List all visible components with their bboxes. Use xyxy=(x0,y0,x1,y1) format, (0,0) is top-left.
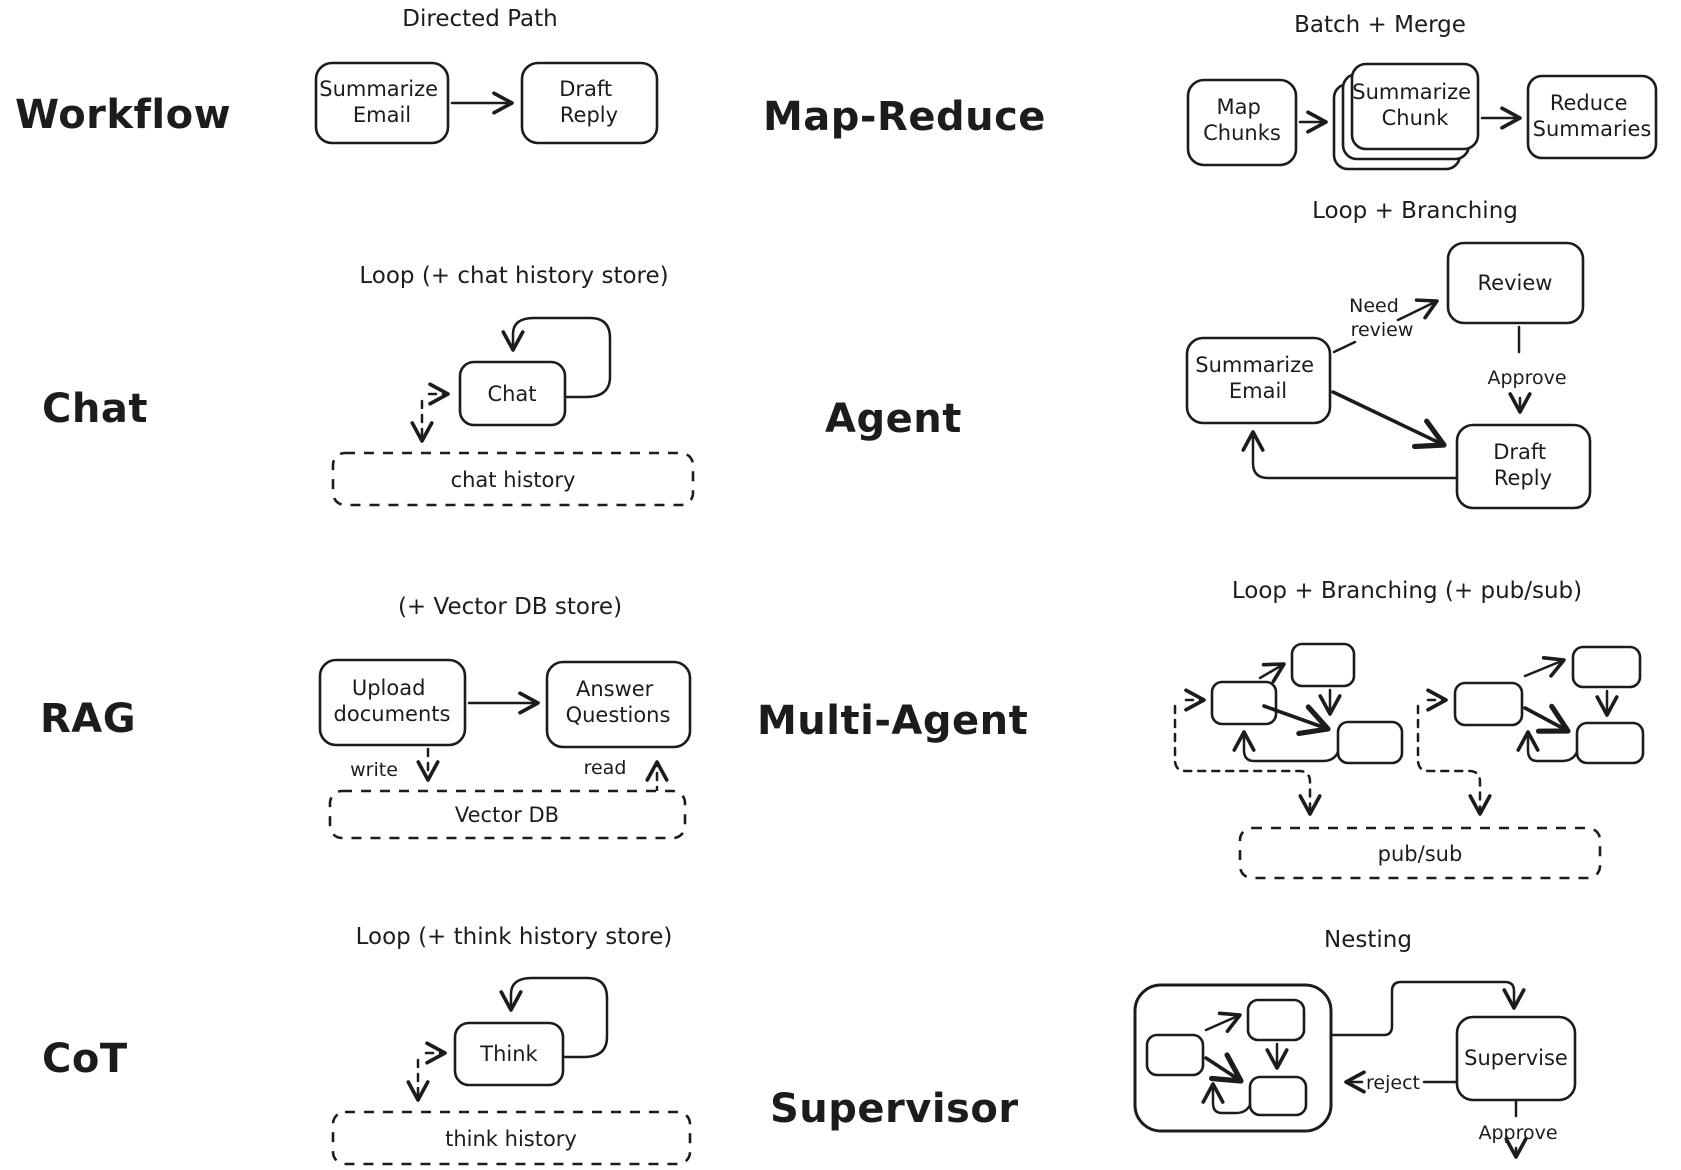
supervisor-inner-arrow-ab xyxy=(1204,1011,1242,1033)
multi-agent-left-pubsub-arrow xyxy=(1173,704,1322,816)
supervisor-inner-node-c xyxy=(1248,1075,1308,1117)
section-supervisor: Supervisor Nesting Supervise reject Appr… xyxy=(770,927,1577,1159)
agent-node-summarize-email xyxy=(1185,336,1332,425)
rag-label: RAG xyxy=(40,696,136,742)
rag-node-upload-documents-text: Upload documents xyxy=(334,676,451,726)
cot-loop-arrow xyxy=(499,976,609,1059)
supervisor-edge-reject-text: reject xyxy=(1366,1072,1420,1094)
section-map-reduce: Map-Reduce Batch + Merge Map Chunks Summ… xyxy=(763,12,1658,171)
agent-title: Loop + Branching xyxy=(1312,198,1518,224)
multi-agent-label: Multi-Agent xyxy=(757,698,1028,744)
workflow-node-draft-reply-text: Draft Reply xyxy=(559,77,619,127)
multi-agent-left-node-c xyxy=(1336,720,1404,765)
chat-label: Chat xyxy=(42,386,148,432)
cot-node-text: Think xyxy=(479,1042,538,1066)
map-reduce-label: Map-Reduce xyxy=(763,94,1046,140)
multi-agent-title: Loop + Branching (+ pub/sub) xyxy=(1232,578,1582,604)
cot-history-store xyxy=(331,1110,692,1166)
agent-node-review-text: Review xyxy=(1478,271,1553,295)
agent-need-review-arrow xyxy=(1396,298,1439,322)
multi-agent-left-loop-arrow xyxy=(1232,730,1340,763)
map-reduce-node-summarize-chunk-text: Summarize Chunk xyxy=(1352,80,1478,130)
rag-title: (+ Vector DB store) xyxy=(398,594,622,620)
agent-node-draft-reply-text: Draft Reply xyxy=(1493,440,1553,490)
rag-node-answer-questions xyxy=(545,660,692,749)
chat-loop-arrow xyxy=(501,316,612,399)
multi-agent-left-node-a xyxy=(1210,680,1278,726)
map-reduce-node-map-chunks-text: Map Chunks xyxy=(1203,95,1281,145)
section-chat: Chat Loop (+ chat history store) Chat ch… xyxy=(42,263,695,507)
chat-node-text: Chat xyxy=(487,382,536,406)
supervisor-title: Nesting xyxy=(1324,927,1412,953)
multi-agent-left-arrow-ac xyxy=(1262,704,1331,737)
multi-agent-cluster-right xyxy=(1416,645,1645,816)
supervisor-inner-node-a xyxy=(1145,1033,1205,1077)
map-reduce-node-summarize-chunk xyxy=(1350,62,1480,151)
cot-node xyxy=(453,1021,565,1087)
supervisor-label: Supervisor xyxy=(770,1086,1019,1132)
supervisor-out-arrow xyxy=(1329,980,1526,1037)
workflow-node-draft-reply xyxy=(520,61,659,145)
map-reduce-node-reduce-summaries-text: Reduce Summaries xyxy=(1533,91,1652,141)
rag-vector-db-store xyxy=(328,789,687,840)
agent-direct-arrow xyxy=(1331,390,1447,450)
multi-agent-left-arrow-ab xyxy=(1258,662,1286,684)
agent-loop-arrow xyxy=(1241,430,1459,480)
supervisor-inner-loop-arrow xyxy=(1201,1082,1252,1115)
agent-edge-approve-text: Approve xyxy=(1487,367,1566,389)
multi-agent-right-loop-arrow xyxy=(1516,730,1579,763)
cot-label: CoT xyxy=(42,1036,128,1082)
map-reduce-title: Batch + Merge xyxy=(1294,12,1466,38)
chat-node xyxy=(458,360,567,427)
cot-title: Loop (+ think history store) xyxy=(356,924,673,950)
workflow-node-summarize-email-text: Summarize Email xyxy=(319,77,445,127)
agent-node-review xyxy=(1446,241,1585,325)
multi-agent-cluster-left xyxy=(1173,642,1404,816)
chat-title: Loop (+ chat history store) xyxy=(359,263,668,289)
workflow-label: Workflow xyxy=(15,92,231,138)
multi-agent-left-node-b xyxy=(1290,642,1356,688)
multi-agent-right-pubsub-arrow xyxy=(1416,704,1492,816)
multi-agent-right-arrow-ac xyxy=(1523,703,1571,734)
cot-history-store-text: think history xyxy=(445,1127,577,1151)
chat-history-store xyxy=(331,451,695,507)
agent-node-draft-reply xyxy=(1455,423,1592,510)
section-multi-agent: Multi-Agent Loop + Branching (+ pub/sub) xyxy=(757,578,1645,880)
rag-edge-write-text: write xyxy=(350,759,398,781)
section-rag: RAG (+ Vector DB store) Upload documents… xyxy=(40,594,692,840)
section-workflow: Workflow Directed Path Summarize Email D… xyxy=(15,6,659,145)
chat-history-store-text: chat history xyxy=(451,468,576,492)
multi-agent-pubsub-store xyxy=(1238,826,1602,880)
supervisor-edge-approve-text: Approve xyxy=(1478,1122,1557,1144)
agent-label: Agent xyxy=(825,396,962,442)
supervisor-inner-node-b xyxy=(1246,998,1306,1042)
map-reduce-node-map-chunks xyxy=(1186,78,1298,167)
rag-edge-read-text: read xyxy=(584,757,627,779)
agent-node-summarize-email-text: Summarize Email xyxy=(1195,353,1321,403)
multi-agent-right-node-b xyxy=(1571,645,1642,689)
workflow-node-summarize-email xyxy=(314,61,450,145)
section-cot: CoT Loop (+ think history store) Think t… xyxy=(42,924,692,1166)
supervisor-inner-arrow-ac xyxy=(1204,1052,1244,1084)
workflow-title: Directed Path xyxy=(402,6,557,32)
agent-edge-need-review-text: Need review xyxy=(1349,295,1413,341)
section-agent: Agent Loop + Branching Review Summarize … xyxy=(825,198,1592,510)
agent-need-review-tick xyxy=(1332,340,1357,354)
rag-node-answer-questions-text: Answer Questions xyxy=(566,677,671,727)
supervisor-node-supervise-text: Supervise xyxy=(1464,1046,1568,1070)
multi-agent-right-arrow-ab xyxy=(1523,656,1566,678)
multi-agent-pubsub-store-text: pub/sub xyxy=(1378,842,1463,866)
multi-agent-right-node-a xyxy=(1453,681,1524,727)
multi-agent-right-node-c xyxy=(1575,721,1645,765)
map-reduce-node-reduce-summaries xyxy=(1526,74,1658,160)
rag-node-upload-documents xyxy=(318,658,467,747)
rag-vector-db-store-text: Vector DB xyxy=(455,803,559,827)
